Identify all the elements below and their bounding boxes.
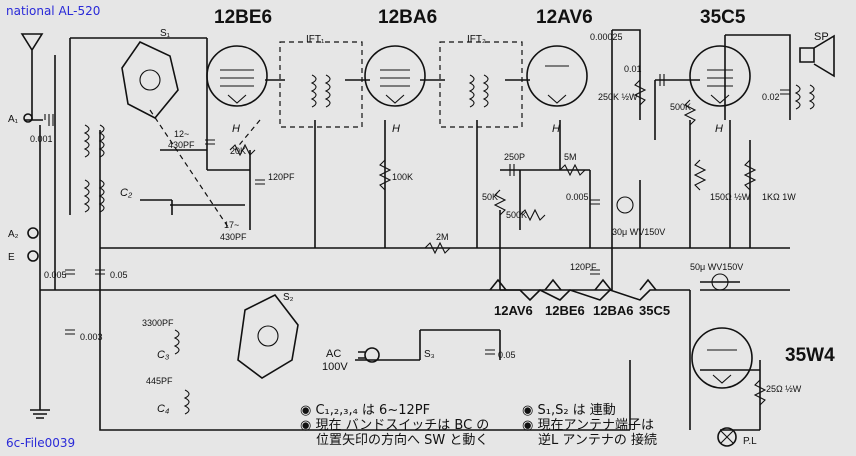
- ift2-can: [439, 41, 523, 128]
- label-a1: A₁: [8, 114, 19, 125]
- label-e: E: [8, 252, 15, 263]
- value-e30: 30μ WV150V: [612, 227, 665, 237]
- tube-12be6-envelope: [206, 45, 268, 107]
- heater-string: [489, 278, 657, 291]
- tube-label-12be6: 12BE6: [214, 7, 272, 28]
- value-c120b: 120PF: [570, 262, 597, 272]
- value-c005b: 0.05: [110, 270, 128, 280]
- label-a2: A₂: [8, 229, 19, 240]
- value-vc1b: 430PF: [168, 140, 195, 150]
- heater-label-12be6: 12BE6: [545, 303, 585, 318]
- label-speaker: SP.: [814, 31, 830, 43]
- value-r1k: 1KΩ 1W: [762, 192, 796, 202]
- value-r150: 150Ω ½W: [710, 192, 751, 202]
- heater-label-12av6: 12AV6: [494, 303, 533, 318]
- value-c003: 0.003: [80, 332, 103, 342]
- label-ift1: IFT₁: [306, 34, 325, 45]
- value-c001: 0.001: [30, 134, 53, 144]
- value-r25: 25Ω ½W: [766, 384, 802, 394]
- label-ift2: IFT₂: [467, 34, 486, 45]
- value-c0005: 0.005: [566, 192, 589, 202]
- label-s2: S₂: [283, 292, 294, 303]
- value-c250: 250P: [504, 152, 525, 162]
- ift1-can: [279, 41, 363, 128]
- terminal-a1: [23, 113, 33, 123]
- value-c002: 0.02: [762, 92, 780, 102]
- value-c120: 120PF: [268, 172, 295, 182]
- note-cap-range: ◉ C₁,₂,₃,₄ は 6~12PF: [300, 403, 430, 418]
- file-id-label: 6c-File0039: [6, 436, 75, 450]
- value-vr500k: 500K: [506, 210, 527, 220]
- value-r250k: 250K ½W: [598, 92, 638, 102]
- tube-label-12av6: 12AV6: [536, 7, 593, 28]
- switch-s2-wafer: [237, 293, 299, 379]
- label-h4: H: [715, 123, 723, 135]
- value-e50: 50μ WV150V: [690, 262, 743, 272]
- label-ac-voltage: 100V: [322, 361, 348, 373]
- tube-35c5-envelope: [689, 45, 751, 107]
- heater-label-12ba6: 12BA6: [593, 303, 633, 318]
- value-vc1: 12~: [174, 129, 189, 139]
- label-c3: C₃: [157, 349, 170, 361]
- label-ac: AC: [326, 348, 341, 360]
- value-c005c: 0.05: [498, 350, 516, 360]
- value-vc2: 17~: [224, 220, 239, 230]
- tube-envelopes: [206, 45, 753, 389]
- label-pilot-lamp: P.L: [743, 436, 757, 447]
- label-h2: H: [392, 123, 400, 135]
- resistors: [229, 79, 767, 406]
- tube-12ba6-envelope: [364, 45, 426, 107]
- value-c3300: 3300PF: [142, 318, 174, 328]
- switch-s1-wafer: [121, 40, 179, 120]
- tube-12av6-envelope: [526, 45, 588, 107]
- note-antenna-2: 逆L アンテナの 接続: [538, 432, 657, 448]
- label-s1: S₁: [160, 28, 171, 39]
- value-c001b: 0.01: [624, 64, 642, 74]
- note-band-switch-2: 位置矢印の方向へ SW と動く: [316, 432, 488, 448]
- model-label: national AL-520: [6, 4, 100, 18]
- tube-label-35c5: 35C5: [700, 7, 746, 28]
- note-antenna-1: ◉ 現在アンテナ端子は: [522, 418, 654, 433]
- pilot-lamp-icon: [717, 427, 737, 447]
- terminal-e: [27, 250, 39, 262]
- value-r2m: 2M: [436, 232, 449, 242]
- wiring: [20, 29, 791, 431]
- label-h1: H: [232, 123, 240, 135]
- ac-plug-icon: [358, 347, 380, 363]
- value-r20k: 20K: [230, 146, 246, 156]
- label-c2: C₂: [120, 187, 133, 199]
- label-s3: S₃: [424, 349, 435, 360]
- value-r100k: 100K: [392, 172, 413, 182]
- value-vc2b: 430PF: [220, 232, 247, 242]
- label-h3: H: [552, 123, 560, 135]
- tube-label-35w4: 35W4: [785, 345, 835, 366]
- note-switch-gang: ◉ S₁,S₂ は 連動: [522, 403, 616, 418]
- capacitors: [44, 74, 790, 355]
- value-r5m: 5M: [564, 152, 577, 162]
- band-switches: [121, 40, 299, 379]
- terminal-a2: [27, 227, 39, 239]
- label-c4: C₄: [157, 403, 169, 415]
- value-c005a: 0.005: [44, 270, 67, 280]
- note-band-switch-1: ◉ 現在 バンドスイッチは BC の: [300, 418, 489, 433]
- pilot-lamp-filament: [720, 430, 734, 444]
- coils: [83, 74, 815, 415]
- value-r500k: 500K: [670, 102, 691, 112]
- heater-label-35c5: 35C5: [639, 303, 670, 318]
- speaker-icon: [799, 34, 835, 78]
- tube-label-12ba6: 12BA6: [378, 7, 437, 28]
- value-c00025: 0.00025: [590, 32, 623, 42]
- value-c445: 445PF: [146, 376, 173, 386]
- value-r50k: 50K: [482, 192, 498, 202]
- tube-35w4-envelope: [691, 327, 753, 389]
